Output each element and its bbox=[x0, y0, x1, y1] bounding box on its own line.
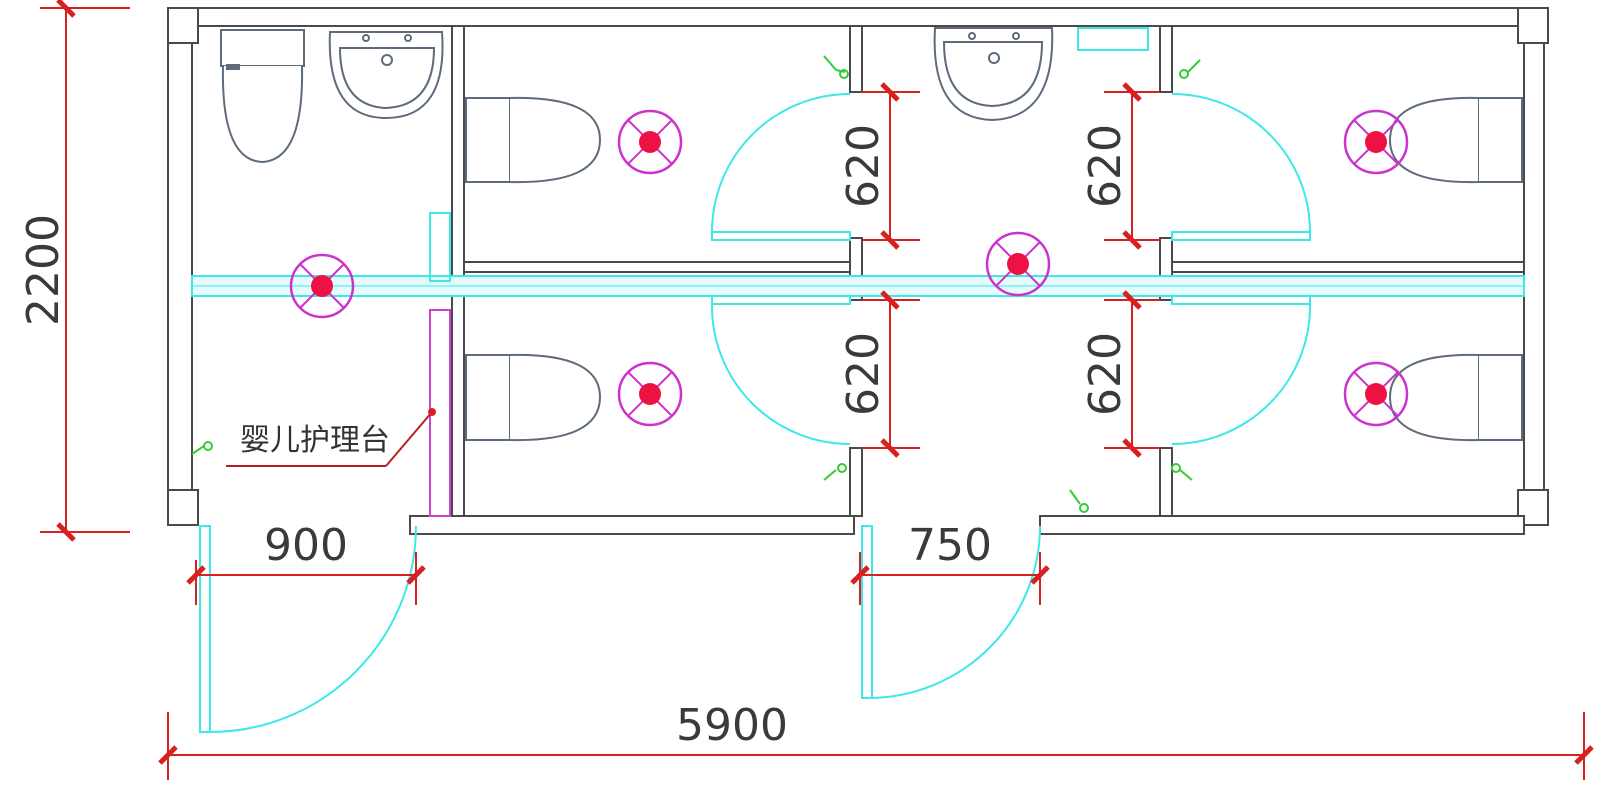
center-sink bbox=[933, 27, 1054, 122]
dim-stall-lower-right-label: 620 bbox=[1080, 332, 1131, 416]
dim-stall-lower-left bbox=[862, 290, 920, 458]
toilet-lower-right bbox=[1388, 353, 1523, 442]
dim-stall-lower-left-label: 620 bbox=[838, 332, 889, 416]
floor-drain-upper-left bbox=[617, 109, 683, 175]
toilet-lower-left bbox=[465, 353, 602, 442]
left-wall-panel bbox=[429, 212, 451, 282]
outer-walls bbox=[167, 7, 1549, 535]
hook-3 bbox=[191, 441, 213, 455]
floor-drain-lower-left bbox=[617, 361, 683, 427]
label-leader bbox=[226, 408, 436, 467]
door-stall-lower-left bbox=[710, 295, 851, 445]
partitions bbox=[451, 25, 1525, 517]
dim-stall-upper-left bbox=[862, 82, 920, 250]
door-entrance-left bbox=[199, 525, 417, 733]
left-sink bbox=[328, 31, 444, 120]
baby-changing-table-label: 婴儿护理台 bbox=[240, 423, 390, 458]
center-panel bbox=[1077, 27, 1149, 51]
hook-1 bbox=[823, 55, 849, 79]
floor-drain-lower-right bbox=[1343, 361, 1409, 427]
drain-channel bbox=[191, 275, 1525, 297]
toilet-upper-left bbox=[465, 96, 602, 184]
floor-drain-center bbox=[985, 231, 1051, 297]
door-stall-upper-left bbox=[711, 93, 851, 241]
dim-total-width-label: 5900 bbox=[676, 700, 788, 751]
dim-door-right-label: 750 bbox=[908, 520, 992, 571]
dim-door-right bbox=[850, 552, 1050, 605]
door-entrance-right bbox=[861, 525, 1041, 699]
hook-5 bbox=[1171, 463, 1193, 481]
toilet-upper-right bbox=[1388, 96, 1523, 184]
door-stall-upper-right bbox=[1171, 93, 1311, 241]
dim-stall-upper-left-label: 620 bbox=[838, 124, 889, 208]
dim-stall-lower-right bbox=[1104, 290, 1160, 458]
hook-4 bbox=[823, 463, 847, 481]
door-stall-lower-right bbox=[1171, 295, 1312, 445]
dim-door-left-label: 900 bbox=[264, 520, 348, 571]
dim-door-left bbox=[186, 552, 426, 605]
hook-6 bbox=[1069, 489, 1089, 513]
floor-drain-upper-right bbox=[1343, 109, 1409, 175]
left-toilet bbox=[220, 29, 305, 164]
dim-total-depth-label: 2200 bbox=[18, 214, 69, 326]
dim-stall-upper-right-label: 620 bbox=[1080, 124, 1131, 208]
dim-stall-upper-right bbox=[1104, 82, 1160, 250]
hook-2 bbox=[1179, 59, 1201, 79]
dim-total-depth bbox=[40, 0, 130, 542]
dim-total-width bbox=[158, 712, 1594, 780]
floor-drain-left bbox=[289, 253, 355, 319]
